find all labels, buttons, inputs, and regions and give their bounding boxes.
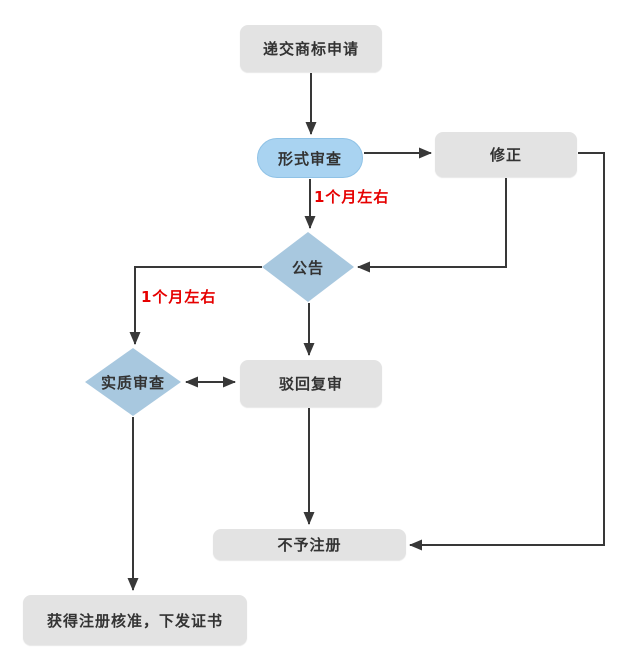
node-certificate-granted: 获得注册核准，下发证书 [23,595,247,645]
node-no-registration: 不予注册 [213,529,406,560]
node-submit-application: 递交商标申请 [240,25,382,72]
arrow-correction-to-announce [357,178,507,273]
node-rejection-review: 驳回复审 [240,360,382,407]
edge-label-announce-to-substantive-duration: 1个月左右 [141,288,217,306]
edge-label-formal-to-announce-duration: 1个月左右 [314,188,390,206]
node-formal-examination: 形式审查 [257,138,363,178]
arrow-correction-to-no-register [409,152,605,551]
node-correction: 修正 [435,132,577,177]
arrow-announce-to-substantive [129,266,262,345]
